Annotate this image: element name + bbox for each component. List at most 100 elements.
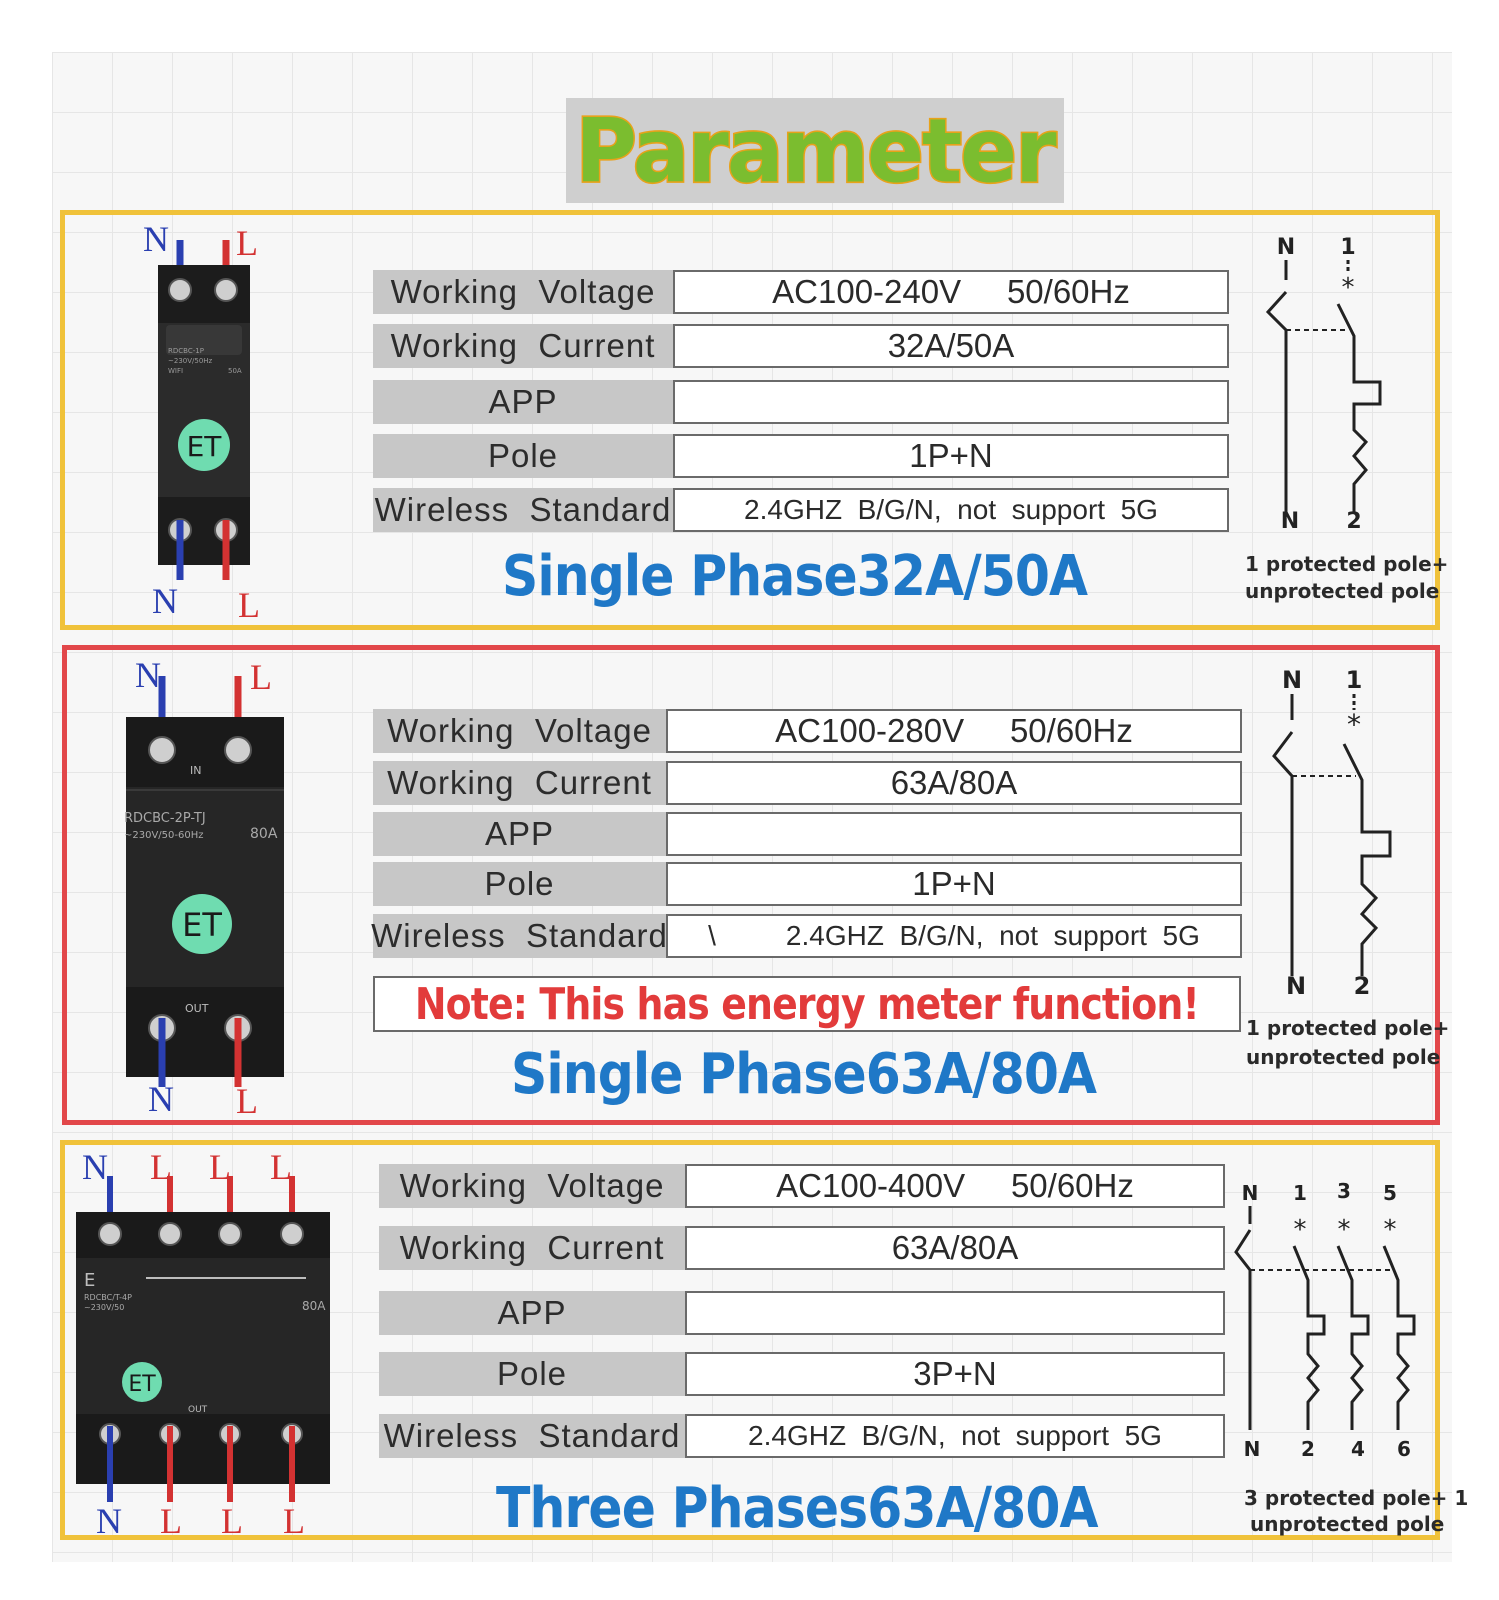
diagram-bottom-label: N	[1244, 1437, 1261, 1461]
panel-three-phase-80a	[60, 1140, 1440, 1540]
spec-value: 32A/50A	[673, 324, 1229, 368]
pole-caption-line1: 3 protected pole+ 1	[1244, 1486, 1469, 1510]
pole-caption-line2: unprotected pole	[1246, 1045, 1441, 1069]
svg-text:*: *	[1342, 273, 1355, 303]
diagram-bottom-label: 4	[1351, 1437, 1365, 1461]
wire-label-l-top: L	[209, 1147, 231, 1187]
device-model-text: RDCBC-1P	[168, 347, 204, 355]
wire-label-l-bottom: L	[221, 1501, 243, 1541]
spec-label: Working Current	[379, 1226, 685, 1270]
spec-label: APP	[373, 812, 666, 856]
diagram-bottom-label: N	[1281, 509, 1299, 532]
spec-label: Working Current	[373, 761, 666, 805]
pole-diagram: N 1 3 5 * * * N 2 4 6	[1234, 1179, 1416, 1461]
diagram-top-label: N	[1282, 666, 1302, 694]
diagram-bottom-label: 2	[1354, 972, 1371, 994]
pole-diagram: N 1 * N 2	[1272, 666, 1392, 994]
diagram-bottom-label: N	[1286, 972, 1306, 994]
phase-title: Single Phase63A/80A	[511, 1042, 1097, 1107]
diagram-top-label: 1	[1293, 1181, 1307, 1205]
spec-value: AC100-240V 50/60Hz	[673, 270, 1229, 314]
spec-row-voltage: Working Voltage AC100-400V 50/60Hz	[379, 1164, 1225, 1208]
spec-row-pole: Pole 1P+N	[373, 862, 1242, 906]
spec-value	[666, 812, 1242, 856]
spec-label: Pole	[373, 862, 666, 906]
note-box: Note: This has energy meter function!	[373, 976, 1241, 1032]
spec-value: 63A/80A	[685, 1226, 1225, 1270]
spec-value: 2.4GHZ B/G/N, not support 5G	[673, 488, 1229, 532]
diagram-top-label: 3	[1337, 1179, 1351, 1203]
wire-label-l-bottom: L	[238, 585, 260, 625]
svg-text:*: *	[1347, 708, 1361, 741]
spec-row-pole: Pole 1P+N	[373, 434, 1229, 478]
spec-value: 3P+N	[685, 1352, 1225, 1396]
svg-text:*: *	[1294, 1215, 1307, 1245]
spec-label: Pole	[379, 1352, 685, 1396]
panel-single-phase-80a	[62, 645, 1440, 1125]
spec-row-pole: Pole 3P+N	[379, 1352, 1225, 1396]
wire-label-n-top: N	[135, 655, 161, 695]
diagram-top-label: 5	[1383, 1181, 1397, 1205]
spec-value	[673, 380, 1229, 424]
diagram-top-label: 1	[1346, 666, 1363, 694]
wire-label-n-bottom: N	[152, 581, 178, 621]
panel-single-phase-50a	[60, 210, 1440, 630]
spec-label: Wireless Standard	[373, 488, 673, 532]
svg-text:*: *	[1338, 1215, 1351, 1245]
spec-value	[685, 1291, 1225, 1335]
spec-label: Wireless Standard	[371, 914, 667, 958]
diagram-top-label: N	[1277, 235, 1295, 260]
pole-caption-line1: 1 protected pole+	[1245, 552, 1449, 576]
diagram-bottom-label: 6	[1397, 1437, 1411, 1461]
spec-value: 63A/80A	[666, 761, 1242, 805]
brand-logo: ET	[182, 906, 222, 944]
wire-label-l-top: L	[236, 223, 258, 263]
wire-label-l-top: L	[270, 1147, 292, 1187]
device-wifi-text: WIFI	[168, 367, 183, 375]
pole-caption-line2: unprotected pole	[1250, 1512, 1445, 1536]
device-model-text: RDCBC-2P-TJ	[124, 811, 206, 826]
spec-row-wireless: Wireless Standard 2.4GHZ B/G/N, not supp…	[373, 488, 1229, 532]
device-rating-text: ~230V/50Hz	[168, 357, 213, 365]
spec-row-app: APP	[373, 380, 1229, 424]
wire-label-n-top: N	[82, 1147, 108, 1187]
wire-label-l-top: L	[150, 1147, 172, 1187]
pole-caption-line2: unprotected pole	[1245, 579, 1440, 603]
spec-value: 2.4GHZ B/G/N, not support 5G	[685, 1414, 1225, 1458]
spec-value: 1P+N	[666, 862, 1242, 906]
spec-label: Working Voltage	[373, 709, 666, 753]
title-banner: Parameter	[566, 97, 1064, 204]
brand-logo: ET	[128, 1372, 156, 1397]
device-out-label: OUT	[188, 1405, 208, 1415]
spec-row-wireless: Wireless Standard \ 2.4GHZ B/G/N, not su…	[371, 914, 1242, 958]
spec-value: AC100-280V 50/60Hz	[666, 709, 1242, 753]
phase-title: Three Phases63A/80A	[496, 1476, 1099, 1541]
spec-row-current: Working Current 63A/80A	[379, 1226, 1225, 1270]
pole-caption-line1: 1 protected pole+	[1246, 1016, 1450, 1040]
spec-label: Wireless Standard	[379, 1414, 685, 1458]
spec-label: APP	[379, 1291, 685, 1335]
spec-row-voltage: Working Voltage AC100-240V 50/60Hz	[373, 270, 1229, 314]
spec-value: \ 2.4GHZ B/G/N, not support 5G	[666, 914, 1242, 958]
diagram-bottom-label: 2	[1346, 509, 1361, 532]
device-out-label: OUT	[185, 1002, 209, 1015]
page-title: Parameter	[574, 97, 1058, 203]
spec-label: Pole	[373, 434, 673, 478]
device-amp-text: 80A	[250, 826, 278, 842]
wire-label-l-bottom: L	[283, 1501, 305, 1541]
diagram-bottom-label: 2	[1301, 1437, 1315, 1461]
spec-row-app: APP	[379, 1291, 1225, 1335]
wire-label-l-top: L	[250, 657, 272, 697]
device-amp-text: 50A	[228, 367, 242, 375]
spec-label: Working Voltage	[379, 1164, 685, 1208]
device-model-text: RDCBC/T-4P	[84, 1293, 132, 1302]
wire-label-n-top: N	[143, 219, 169, 259]
spec-value: 1P+N	[673, 434, 1229, 478]
phase-title: Single Phase32A/50A	[502, 544, 1088, 609]
diagram-top-label: 1	[1340, 235, 1355, 260]
device-rating-text: ~230V/50-60Hz	[124, 830, 204, 841]
breaker-device-4p: E RDCBC/T-4P ~230V/50 80A ET OUT	[76, 1176, 330, 1502]
spec-row-current: Working Current 32A/50A	[373, 324, 1229, 368]
wire-label-n-bottom: N	[96, 1501, 122, 1541]
wire-label-l-bottom: L	[160, 1501, 182, 1541]
